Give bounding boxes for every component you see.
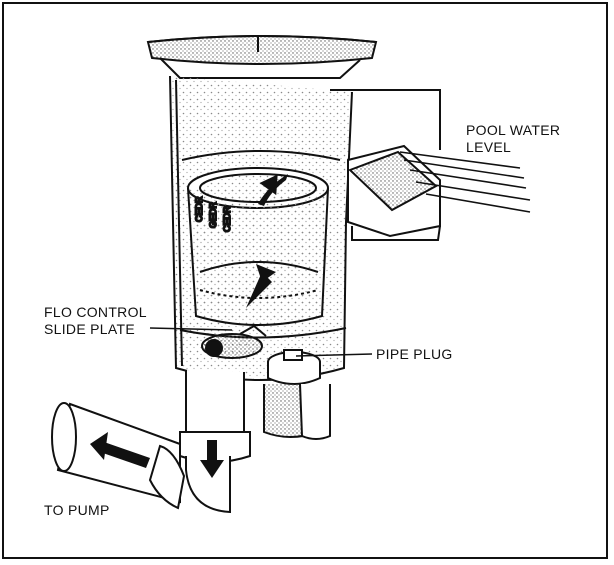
flo-control-slide-plate [201, 324, 267, 359]
svg-text:CEDR: CEDR [194, 196, 204, 222]
label-pool-water-level-line2: LEVEL [466, 139, 512, 155]
label-flo-control-line2: SLIDE PLATE [44, 321, 135, 337]
label-flo-control: FLO CONTROL SLIDE PLATE [44, 304, 147, 338]
flow-arrow-mid [246, 264, 276, 308]
drain-leg [299, 383, 331, 440]
svg-text:GEDR: GEDR [208, 201, 218, 228]
water-level-lines [399, 151, 531, 213]
flow-arrow-to-pump [90, 432, 150, 468]
label-pool-water-level: POOL WATER LEVEL [466, 122, 560, 156]
skimmer-basket: CEDR GEDR CEDR [187, 167, 329, 326]
leader-lines [149, 327, 373, 357]
outlet-pipe [51, 370, 251, 514]
label-to-pump: TO PUMP [44, 502, 110, 518]
svg-text:CEDR: CEDR [222, 206, 232, 232]
skimmer-lid [146, 35, 378, 79]
label-pipe-plug: PIPE PLUG [376, 346, 453, 362]
flow-arrow-to-elbow [200, 440, 224, 478]
label-flo-control-line1: FLO CONTROL [44, 304, 147, 320]
flow-arrow-down [258, 174, 288, 206]
skimmer-weir [330, 89, 441, 241]
label-pool-water-level-line1: POOL WATER [466, 122, 561, 138]
